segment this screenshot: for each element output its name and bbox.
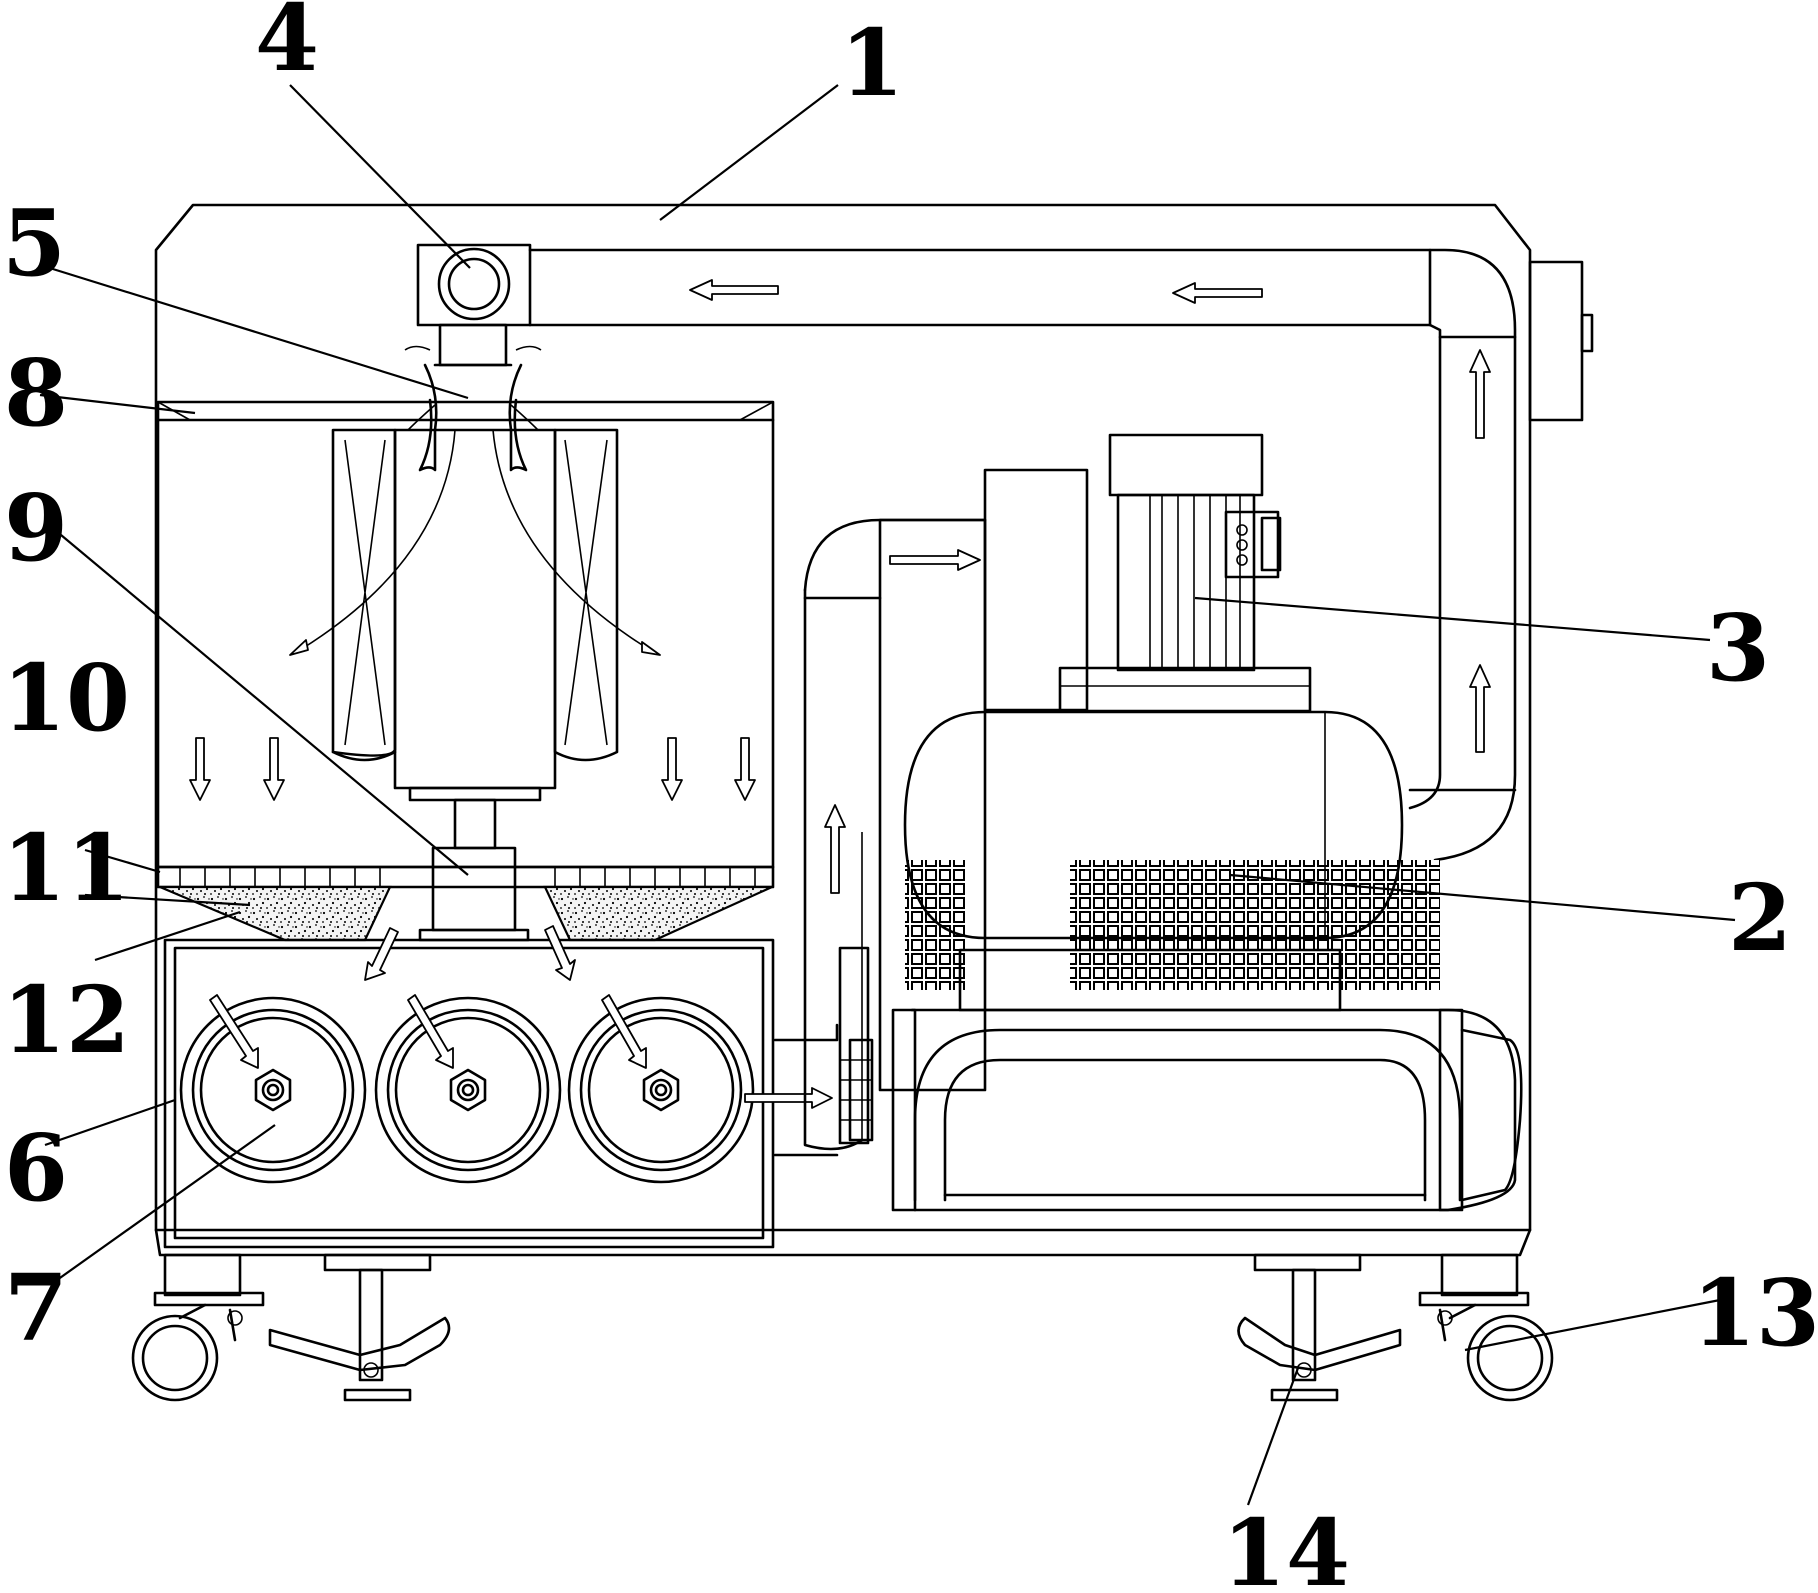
leveling-foot-left <box>268 1253 451 1402</box>
callout-1: 1 <box>840 9 904 117</box>
roller-middle <box>374 994 562 1184</box>
base-frame <box>891 1008 1523 1212</box>
perforated-plate <box>156 865 775 889</box>
blower-housing <box>773 468 1089 1157</box>
callout-14: 14 <box>1222 1499 1350 1593</box>
caster-right <box>1418 1253 1554 1402</box>
top-duct <box>528 248 1517 862</box>
leader-lines <box>39 84 1736 1506</box>
callout-7: 7 <box>4 1254 68 1362</box>
main-frame <box>154 203 1594 1257</box>
callout-3: 3 <box>1706 594 1770 702</box>
roller-left <box>179 994 367 1184</box>
callout-13: 13 <box>1692 1259 1818 1367</box>
center-shaft <box>418 798 530 942</box>
caster-left <box>131 1253 265 1402</box>
filter-media <box>159 885 773 942</box>
flow-arrow-left-1 <box>689 279 779 301</box>
callout-5: 5 <box>2 189 66 297</box>
callout-4: 4 <box>255 0 319 92</box>
filter-tank <box>156 400 775 869</box>
flow-arrow-left-2 <box>1172 282 1263 304</box>
nozzle <box>404 345 542 472</box>
callout-12: 12 <box>2 966 130 1074</box>
callout-10: 10 <box>2 644 130 752</box>
flow-arrow-up-1 <box>1469 349 1491 439</box>
callout-8: 8 <box>4 339 68 447</box>
leveling-foot-right <box>1237 1253 1402 1402</box>
callout-11: 11 <box>2 814 130 922</box>
callout-9: 9 <box>4 474 68 582</box>
motor <box>1058 433 1312 713</box>
callout-2: 2 <box>1728 864 1792 972</box>
roller-right <box>567 994 833 1184</box>
inlet-valve <box>416 243 532 367</box>
callout-6: 6 <box>4 1114 68 1222</box>
flow-arrow-up-2 <box>1469 664 1491 753</box>
